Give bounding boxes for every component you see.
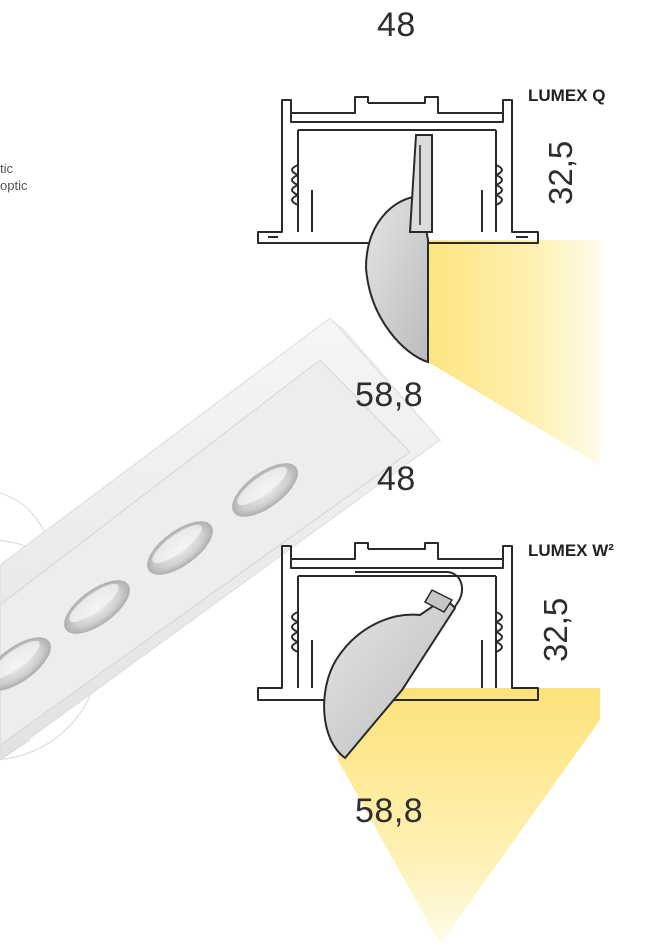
q-depth-dimension: 58,8 xyxy=(355,376,424,414)
luminaire-render xyxy=(0,317,445,761)
left-caption: tic optic xyxy=(0,160,27,194)
w2-depth-dimension: 58,8 xyxy=(355,792,424,830)
light-beam-q xyxy=(428,240,600,465)
q-model-name: LUMEX Q xyxy=(528,86,606,105)
lumex-q-drawing xyxy=(257,96,600,465)
q-height-dimension: 32,5 xyxy=(542,140,579,205)
lumex-w2-drawing xyxy=(257,542,600,944)
left-caption-line-2: optic xyxy=(0,178,28,193)
w2-height-dimension: 32,5 xyxy=(537,597,574,662)
lens-cups xyxy=(0,463,298,691)
left-caption-line-1: tic xyxy=(0,161,13,176)
w2-model-name: LUMEX W² xyxy=(528,541,614,560)
q-width-dimension: 48 xyxy=(377,6,416,44)
light-beam-w2 xyxy=(338,688,600,944)
w2-width-dimension: 48 xyxy=(377,460,416,498)
